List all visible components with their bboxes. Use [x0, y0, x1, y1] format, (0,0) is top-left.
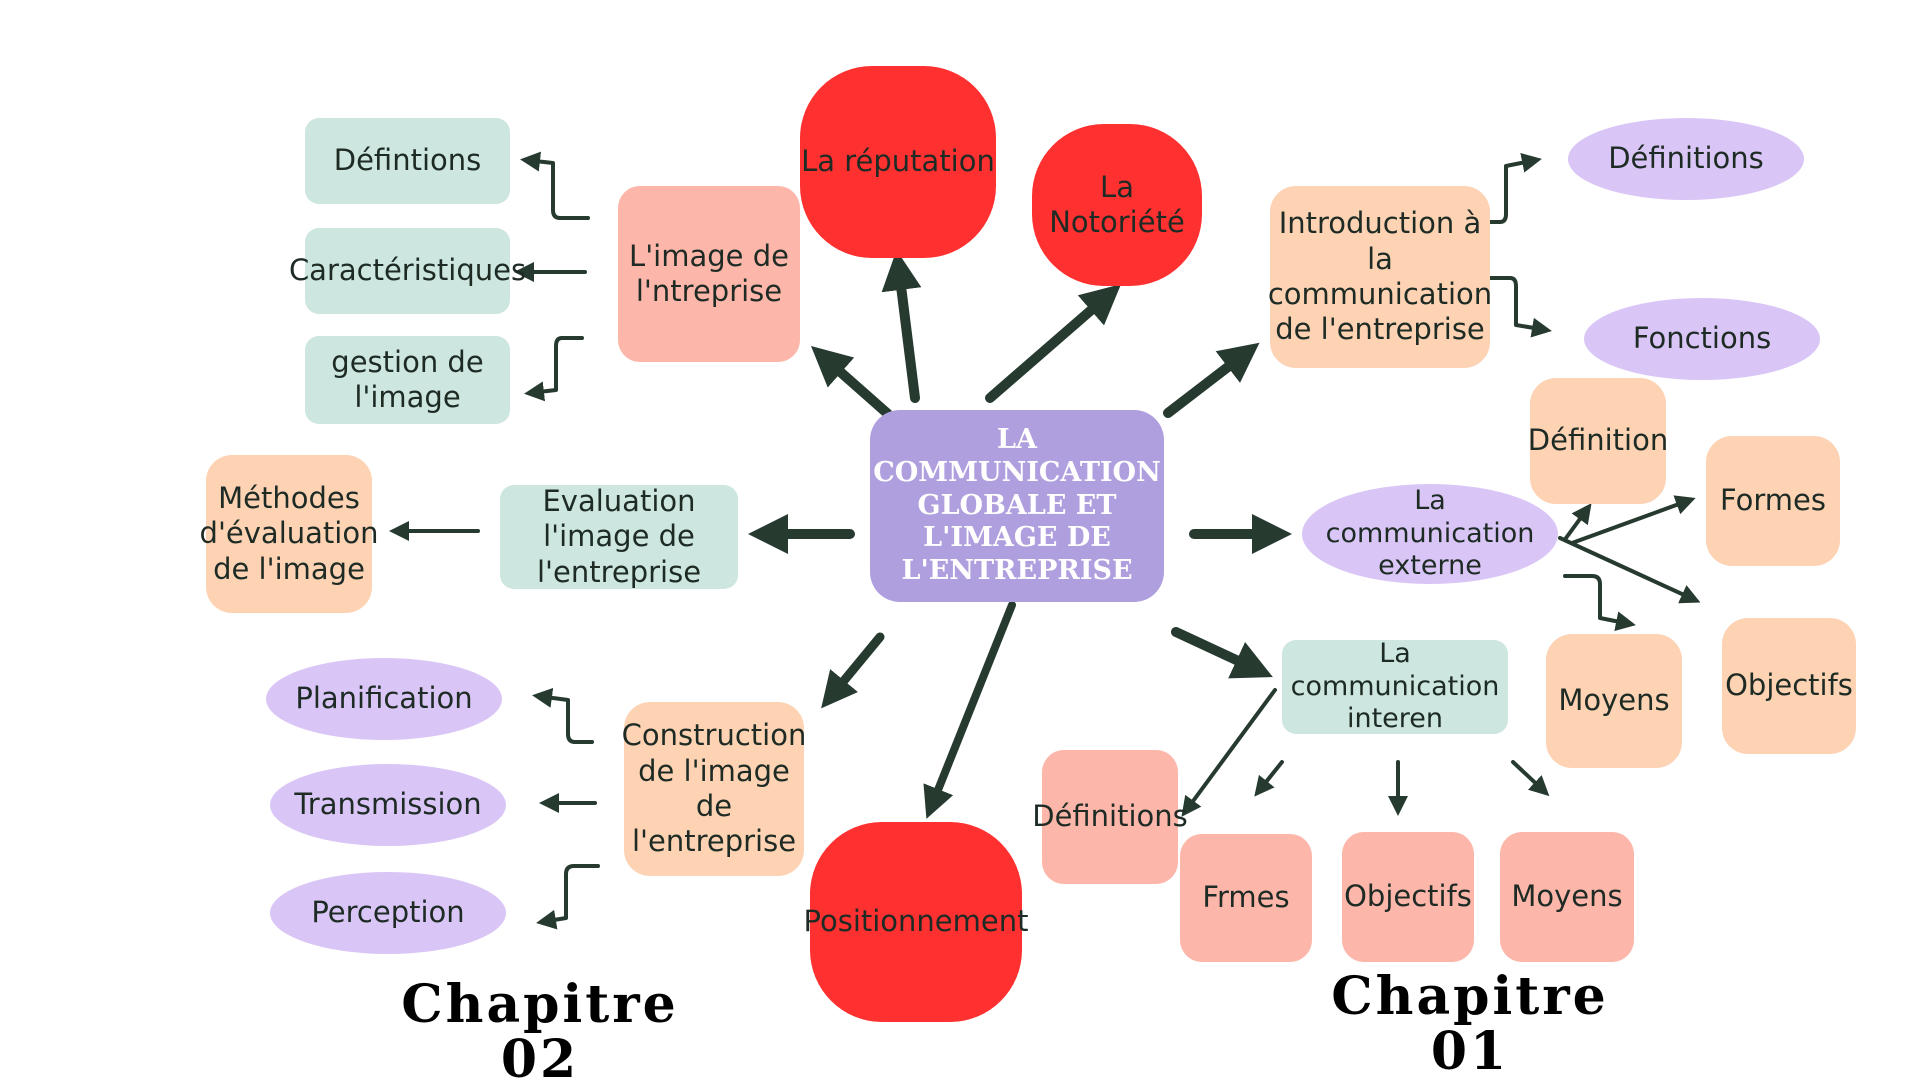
planification-node: Planification [266, 658, 502, 740]
evaluation-node: Evaluation l'image de l'entreprise [500, 484, 738, 589]
arrow-to-frmes [1254, 760, 1284, 797]
chapter-01-label: Chapitre 01 [1331, 966, 1609, 1082]
moyens-externe-node: Moyens [1546, 634, 1682, 768]
image-entreprise-node: L'image de l'ntreprise [618, 186, 800, 362]
moyens-interne-node: Moyens [1500, 832, 1634, 962]
arrow-to-moyens-externe [1563, 574, 1636, 632]
introduction-node: Introduction à la communication de l'ent… [1268, 186, 1492, 368]
arrow-to-construction [821, 632, 885, 709]
chapter-02-label: Chapitre 02 [401, 974, 679, 1090]
arrow-to-gestion-image [524, 336, 584, 402]
arrow-to-positionnement [923, 601, 1016, 819]
arrow-to-definitions-left [520, 151, 590, 220]
arrow-to-perception [536, 864, 600, 930]
transmission-node: Transmission [270, 764, 506, 846]
arrow-to-moyens-interne [1511, 760, 1550, 797]
frmes-node: Frmes [1180, 834, 1312, 962]
positionnement-node: Positionnement [804, 822, 1029, 1022]
arrow-to-definition-externe [1564, 503, 1592, 540]
arrow-to-interne [1171, 627, 1273, 679]
arrow-to-definitions-interne [1181, 688, 1277, 817]
arrow-to-planification [532, 687, 594, 744]
arrow-to-introduction [1163, 342, 1260, 418]
communication-externe-node: La communication externe [1302, 484, 1558, 584]
objectifs-interne-node: Objectifs [1342, 832, 1474, 962]
caracteristiques-node: Caractéristiques [289, 228, 526, 314]
formes-node: Formes [1706, 436, 1840, 566]
communication-interne-node: La communication interen [1282, 638, 1508, 734]
arrow-to-image-entreprise [811, 346, 893, 419]
definition-externe-node: Définition [1528, 378, 1668, 504]
perception-node: Perception [270, 872, 506, 954]
arrow-to-definitions-right [1484, 152, 1542, 224]
notoriete-node: La Notoriété [1032, 124, 1202, 286]
definitions-right-node: Définitions [1568, 118, 1804, 200]
arrow-to-formes [1570, 495, 1696, 545]
definitions-left-node: Défintions [305, 118, 510, 204]
definitions-interne-node: Définitions [1032, 750, 1188, 884]
gestion-image-node: gestion de l'image [305, 336, 510, 424]
reputation-node: La réputation [800, 66, 996, 258]
arrow-to-reputation [881, 250, 922, 403]
methodes-evaluation-node: Méthodes d'évaluation de l'image [200, 455, 378, 613]
arrow-to-fonctions [1488, 276, 1552, 338]
central-topic: LA COMMUNICATION GLOBALE ET L'IMAGE DE L… [870, 410, 1164, 602]
arrow-to-objectifs-externe [1558, 536, 1701, 604]
construction-node: Construction de l'image de l'entreprise [622, 702, 806, 876]
objectifs-externe-node: Objectifs [1722, 618, 1856, 754]
fonctions-node: Fonctions [1584, 298, 1820, 380]
arrow-to-notoriete [985, 284, 1122, 403]
